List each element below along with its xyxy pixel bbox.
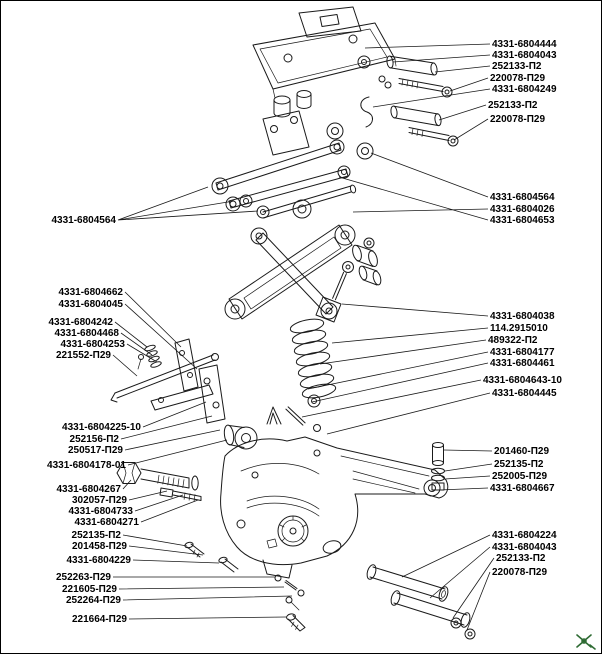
part-label: 4331-6804026 — [490, 204, 555, 215]
part-label: 252133-П2 — [492, 61, 542, 72]
part-label: 252133-П2 — [496, 553, 546, 564]
part-labels: 4331-6804444 4331-6804043 252133-П2 2200… — [47, 39, 562, 625]
part-label: 221605-П29 — [62, 584, 117, 595]
bottom-fasteners — [184, 541, 306, 632]
part-label: 114.2915010 — [490, 323, 548, 334]
diagram-artwork — [110, 6, 476, 640]
part-label: 252005-П29 — [492, 471, 547, 482]
part-label: 4331-6804444 — [492, 39, 557, 50]
seat-bracket — [252, 6, 397, 99]
part-label: 4331-6804242 — [48, 317, 113, 328]
leader-lines-right — [301, 43, 495, 631]
front-bolt — [116, 462, 202, 502]
part-label: 4331-6804662 — [58, 287, 123, 298]
part-label: 4331-6804461 — [490, 358, 555, 369]
left-linkage — [110, 338, 226, 424]
scissor-arms — [224, 224, 382, 320]
part-label: 302057-П29 — [72, 495, 127, 506]
part-label: 252264-П29 — [66, 595, 121, 606]
part-label: 4331-6804225-10 — [62, 422, 141, 433]
part-label: 4331-6804253 — [60, 339, 125, 350]
part-label: 252135-П2 — [72, 530, 122, 541]
part-label: 250517-П29 — [68, 445, 123, 456]
leader-lines-left — [112, 186, 293, 620]
mount-pins — [360, 55, 459, 147]
part-label: 4331-6804653 — [490, 215, 555, 226]
part-label: 201460-П29 — [494, 446, 549, 457]
part-label: 252133-П2 — [488, 100, 538, 111]
part-label: 220078-П29 — [490, 114, 545, 125]
part-label: 4331-6804564 — [490, 192, 555, 203]
part-label: 252156-П2 — [70, 434, 120, 445]
part-label: 252135-П2 — [494, 459, 544, 470]
part-label: 4331-6804564 — [51, 215, 116, 226]
part-label: 4331-6804667 — [490, 483, 555, 494]
part-label: 221664-П29 — [72, 614, 127, 625]
part-label: 220078-П29 — [492, 567, 547, 578]
part-label: 4331-6804045 — [58, 299, 123, 310]
part-label: 4331-6804267 — [56, 484, 121, 495]
part-label: 4331-6804249 — [492, 84, 557, 95]
part-label: 4331-6804445 — [492, 388, 557, 399]
part-label: 4331-6804043 — [492, 50, 557, 61]
part-label: 252263-П29 — [56, 572, 111, 583]
part-label: 4331-6804733 — [68, 506, 133, 517]
upper-arms — [211, 90, 374, 219]
leader-lines — [112, 43, 495, 631]
part-label: 201458-П29 — [72, 541, 127, 552]
shock-absorber — [289, 261, 354, 408]
part-label: 4331-6804043 — [492, 542, 557, 553]
part-label: 4331-6804468 — [54, 328, 119, 339]
part-label: 4331-6804643-10 — [483, 375, 562, 386]
part-label: 4331-6804038 — [490, 311, 555, 322]
base-frame — [220, 436, 449, 579]
right-fasteners — [431, 442, 445, 491]
part-label: 221552-П29 — [56, 350, 111, 361]
part-label: 489322-П2 — [488, 335, 538, 346]
bottom-rollers — [366, 564, 476, 640]
cam-roller — [223, 406, 321, 450]
part-label: 4331-6804229 — [66, 555, 131, 566]
part-label: 4331-6804224 — [492, 530, 557, 541]
part-label: 4331-6804177 — [490, 347, 555, 358]
corner-watermark-icon — [576, 634, 596, 650]
part-label: 4331-6804271 — [74, 517, 139, 528]
part-label: 220078-П29 — [490, 73, 545, 84]
part-label: 4331-6804178-01 — [47, 460, 126, 471]
